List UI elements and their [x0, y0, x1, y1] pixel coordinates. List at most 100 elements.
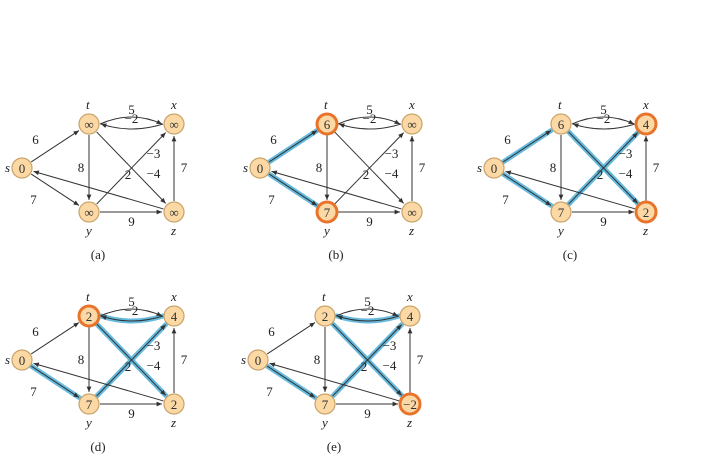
edge-x-t — [336, 315, 400, 322]
vertex-z — [163, 393, 185, 415]
edge-t-x — [335, 308, 399, 317]
edge-weight-x-t: −2 — [361, 303, 375, 318]
vertex-name-y: y — [556, 223, 564, 238]
edge-y-x — [96, 324, 167, 397]
edge-s-y — [30, 365, 80, 398]
edge-weight-t-y: 8 — [314, 352, 321, 367]
edge-s-t — [268, 130, 318, 163]
distance-z: −2 — [403, 397, 417, 412]
edge-weight-y-z: 9 — [600, 214, 607, 229]
edge-weight-y-z: 9 — [366, 214, 373, 229]
edge-weight-y-x: −3 — [619, 146, 633, 161]
edge-y-x — [568, 132, 639, 205]
distance-y: 7 — [322, 397, 329, 412]
vertex-name-t: t — [86, 289, 90, 304]
edge-weight-s-y: 7 — [266, 384, 273, 399]
edge-weight-z-x: 7 — [419, 160, 426, 175]
edge-s-t — [502, 130, 552, 163]
edge-weight-t-y: 8 — [78, 160, 85, 175]
edge-s-t — [266, 322, 316, 355]
distance-s: 0 — [19, 161, 26, 176]
edge-weight-s-y: 7 — [30, 384, 37, 399]
vertex-name-x: x — [406, 289, 413, 304]
edge-weight-x-t: −2 — [125, 303, 139, 318]
distance-x: ∞ — [407, 117, 416, 132]
edge-weight-t-z: −4 — [383, 358, 397, 373]
vertex-name-s: s — [5, 160, 10, 175]
distance-s: 0 — [491, 161, 498, 176]
distance-t: ∞ — [84, 117, 93, 132]
distance-t: 6 — [558, 117, 565, 132]
edge-t-x — [99, 308, 163, 317]
vertex-y — [550, 201, 572, 223]
edge-y-x — [96, 132, 167, 205]
edge-weight-y-x: −3 — [147, 146, 161, 161]
shaded-edges — [28, 313, 169, 400]
vertex-name-t: t — [324, 97, 328, 112]
vertex-z — [398, 392, 422, 416]
vertex-x — [399, 305, 421, 327]
edge-weight-t-y: 8 — [550, 160, 557, 175]
distance-z: ∞ — [407, 205, 416, 220]
vertex-z — [634, 200, 658, 224]
vertex-x — [401, 113, 423, 135]
edges — [30, 308, 177, 407]
edges — [268, 116, 415, 215]
edge-weight-t-z: −4 — [385, 166, 399, 181]
edge-weight-y-z: 9 — [364, 406, 371, 421]
panel-caption: (b) — [328, 247, 343, 262]
vertex-name-y: y — [320, 415, 328, 430]
edge-weight-t-x: 5 — [128, 294, 135, 309]
edge-weight-z-s: 2 — [597, 167, 604, 182]
vertex-name-x: x — [170, 97, 177, 112]
vertex-name-z: z — [408, 223, 414, 238]
distance-z: 2 — [171, 397, 178, 412]
vertex-t — [315, 112, 339, 136]
edge-weight-z-s: 2 — [125, 359, 132, 374]
distance-x: 4 — [171, 309, 178, 324]
vertex-t — [78, 113, 100, 135]
edge-s-y — [502, 173, 552, 206]
vertex-name-z: z — [170, 223, 176, 238]
edge-t-x — [571, 116, 635, 125]
edge-z-s — [271, 170, 402, 210]
vertex-name-x: x — [408, 97, 415, 112]
edge-weight-y-z: 9 — [128, 406, 135, 421]
edge-weight-t-x: 5 — [364, 294, 371, 309]
edge-weight-z-x: 7 — [181, 160, 188, 175]
edge-weight-z-s: 2 — [361, 359, 368, 374]
edge-weight-x-t: −2 — [597, 111, 611, 126]
edge-weight-z-s: 2 — [125, 167, 132, 182]
vertex-name-y: y — [322, 223, 330, 238]
vertex-x — [163, 113, 185, 135]
panel-caption: (a) — [91, 247, 105, 262]
vertex-y — [78, 393, 100, 415]
vertex-s — [11, 349, 33, 371]
edge-z-s — [269, 362, 400, 402]
edge-weight-z-x: 7 — [653, 160, 660, 175]
edge-z-s — [33, 170, 164, 210]
edge-weight-s-y: 7 — [268, 192, 275, 207]
edge-x-t — [572, 123, 636, 130]
edge-weight-y-x: −3 — [147, 338, 161, 353]
edge-s-t — [30, 130, 80, 163]
vertex-t — [77, 304, 101, 328]
vertex-s — [249, 157, 271, 179]
edge-weight-t-x: 5 — [600, 102, 607, 117]
edge-weight-s-t: 6 — [270, 132, 277, 147]
edge-weight-t-x: 5 — [128, 102, 135, 117]
edge-weight-t-z: −4 — [147, 166, 161, 181]
edge-weight-s-y: 7 — [502, 192, 509, 207]
edge-weight-s-t: 6 — [32, 324, 39, 339]
edge-s-y — [268, 173, 318, 206]
distance-y: 7 — [86, 397, 93, 412]
shaded-edges — [264, 313, 405, 400]
